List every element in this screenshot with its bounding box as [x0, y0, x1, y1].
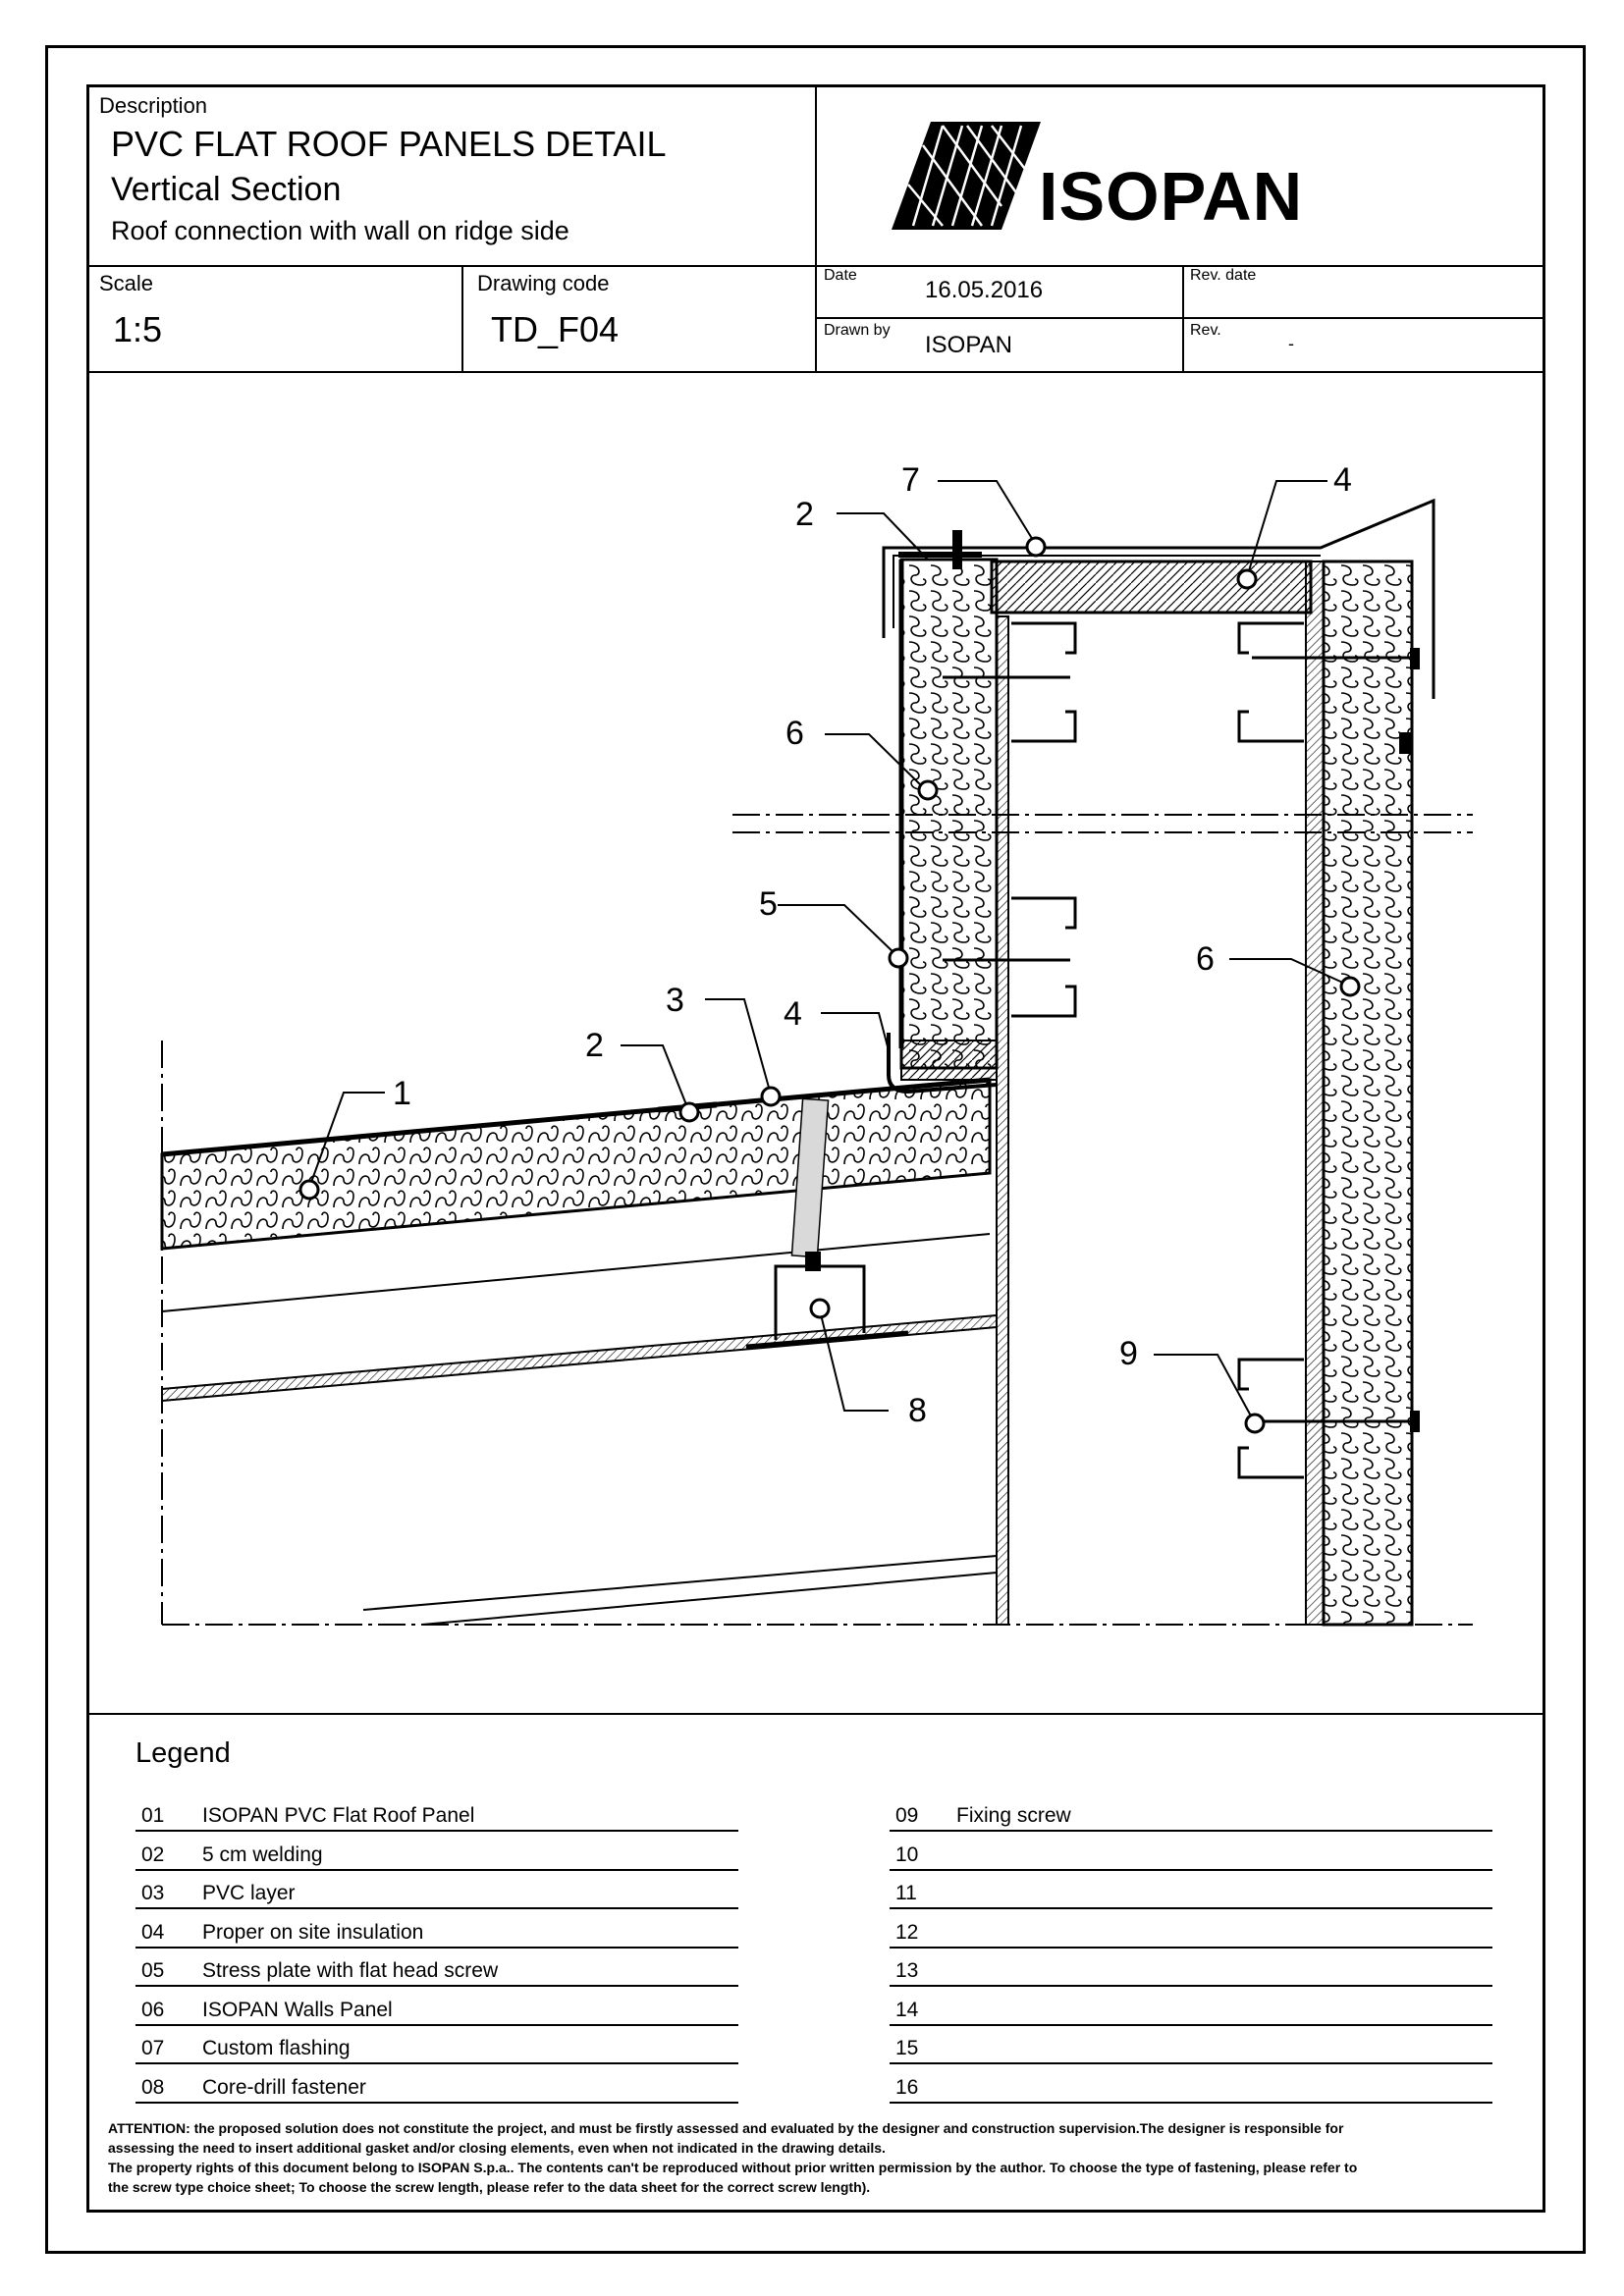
page-subtitle-2: Roof connection with wall on ridge side — [111, 216, 569, 245]
legend-row-15: 15 — [890, 2029, 1492, 2064]
inner-frame — [86, 84, 1545, 2213]
title-divider — [815, 86, 817, 267]
roof-panel-insulation — [160, 1078, 992, 1251]
outer-steel-sheet — [1305, 561, 1325, 1626]
attention-line-2: assessing the need to insert additional … — [108, 2140, 886, 2156]
attention-line-4: the screw type choice sheet; To choose t… — [108, 2179, 871, 2195]
drawn-by-value: ISOPAN — [925, 332, 1012, 358]
scale-value: 1:5 — [113, 309, 163, 349]
drawing-code-label: Drawing code — [477, 271, 610, 295]
callout-6-right: 6 — [1196, 940, 1215, 978]
rev-date-label: Rev. date — [1190, 267, 1257, 284]
brand-name: ISOPAN — [1039, 158, 1304, 235]
callout-8: 8 — [908, 1392, 927, 1429]
core-drill-fastener — [790, 1097, 830, 1258]
attention-line-3: The property rights of this document bel… — [108, 2160, 1358, 2175]
scale-divider — [461, 267, 463, 373]
custom-flashing — [882, 498, 1435, 699]
isopan-logo-mark — [892, 122, 1041, 230]
callout-4-top: 4 — [1333, 461, 1352, 499]
left-wall-panel — [899, 558, 999, 1070]
date-divider — [1182, 267, 1184, 373]
callout-4-bottom: 4 — [784, 995, 802, 1033]
callout-3: 3 — [666, 982, 684, 1019]
date-label: Date — [824, 267, 857, 284]
drawing-code-value: TD_F04 — [491, 309, 620, 349]
description-label: Description — [99, 93, 208, 118]
base-insulation — [900, 1040, 998, 1081]
legend-title: Legend — [135, 1737, 231, 1769]
callout-2-bottom: 2 — [585, 1027, 604, 1064]
c-profiles — [1011, 621, 1304, 1479]
legend-row-12: 12 — [890, 1913, 1492, 1949]
screws — [943, 656, 1414, 1423]
drawn-by-label: Drawn by — [824, 322, 891, 339]
scale-label: Scale — [99, 271, 154, 295]
info-bottom-rule — [88, 371, 1545, 373]
page-title: PVC FLAT ROOF PANELS DETAIL — [111, 124, 667, 164]
leader-lines — [308, 480, 1348, 1422]
legend-row-14: 14 — [890, 1991, 1492, 2026]
code-divider — [815, 267, 817, 373]
legend-row-10: 10 — [890, 1836, 1492, 1871]
callout-6-left: 6 — [785, 715, 804, 752]
legend-row-13: 13 — [890, 1951, 1492, 1987]
callout-2-top: 2 — [795, 496, 814, 533]
legend-row-16: 16 — [890, 2068, 1492, 2104]
callout-circles — [298, 536, 1361, 1434]
outer-frame — [45, 45, 1586, 2254]
callout-1: 1 — [393, 1075, 411, 1112]
right-wall-panel — [1322, 560, 1414, 1627]
rev-value: - — [1288, 334, 1294, 353]
callout-9: 9 — [1119, 1335, 1138, 1372]
callout-5: 5 — [759, 885, 778, 923]
page-subtitle: Vertical Section — [111, 171, 342, 208]
date-value: 16.05.2016 — [925, 277, 1044, 303]
title-bottom-rule — [88, 265, 1545, 267]
drawing-bottom-rule — [88, 1713, 1545, 1715]
inner-steel-sheet — [996, 615, 1009, 1626]
legend-row-11: 11 — [890, 1874, 1492, 1909]
callout-7: 7 — [901, 461, 920, 499]
attention-line-1: ATTENTION: the proposed solution does no… — [108, 2120, 1344, 2136]
top-insulation — [990, 560, 1313, 614]
rev-label: Rev. — [1190, 322, 1221, 339]
date-row-rule — [817, 317, 1545, 319]
